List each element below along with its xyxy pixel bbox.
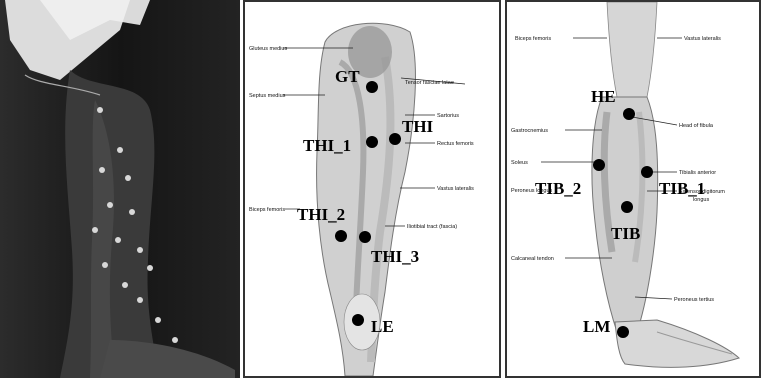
marker-le: LE [371, 317, 394, 336]
marker-he: HE [591, 87, 616, 106]
label-peroneus-tertius: Peroneus tertius [674, 297, 714, 303]
thigh-diagram: Gluteus medius Septus medius Tensor fasc… [245, 2, 499, 376]
label-vastus-lateralis: Vastus lateralis [684, 36, 721, 42]
label-iliotibial-tract: Iliotibial tract (fascia) [407, 224, 457, 230]
marker-tib-2: TIB_2 [535, 179, 581, 198]
label-head-of-fibula: Head of fibula [679, 123, 714, 129]
marker-thi-3: THI_3 [371, 247, 419, 266]
label-biceps-femoris: Biceps femoris [515, 36, 551, 42]
label-calcaneal-tendon: Calcaneal tendon [511, 256, 554, 262]
label-gastrocnemius: Gastrocnemius [511, 128, 548, 134]
marker-lm: LM [583, 317, 610, 336]
label-sartorius: Sartorius [437, 113, 459, 119]
label-septus-medius: Septus medius [249, 93, 286, 99]
shank-diagram: Biceps femoris Vastus lateralis Head of … [507, 2, 759, 376]
label-soleus: Soleus [511, 160, 528, 166]
label-tibialis-anterior: Tibialis anterior [679, 170, 716, 176]
marker-tib-1: TIB_1 [659, 179, 705, 198]
leg-photo [0, 0, 240, 378]
leg-photo-panel [0, 0, 240, 378]
label-vastus-lateralis: Vastus lateralis [437, 186, 474, 192]
marker-thi-2: THI_2 [297, 205, 345, 224]
label-gluteus-medius: Gluteus medius [249, 46, 287, 52]
label-rectus-femoris: Rectus femoris [437, 141, 474, 147]
label-biceps-femoris: Biceps femoris [249, 207, 285, 213]
marker-gt: GT [335, 67, 360, 86]
thigh-diagram-panel: Gluteus medius Septus medius Tensor fasc… [243, 0, 501, 378]
marker-thi: THI [402, 117, 434, 136]
marker-tib: TIB [611, 224, 640, 243]
shank-diagram-panel: Biceps femoris Vastus lateralis Head of … [505, 0, 761, 378]
marker-thi-1: THI_1 [303, 136, 351, 155]
label-tensor-fasciae-latae: Tensor fasciae latae [405, 80, 454, 86]
foot-outline [615, 320, 739, 367]
